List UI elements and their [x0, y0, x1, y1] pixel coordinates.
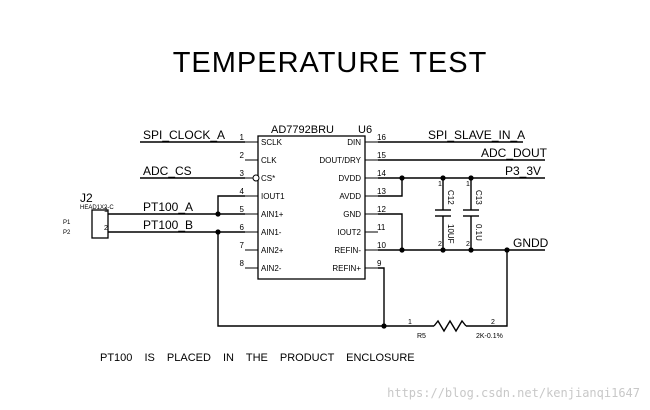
- net-avdd-wire: [378, 178, 403, 197]
- resistor-r5-symbol: [433, 319, 467, 333]
- pin-number-4: 4: [240, 187, 245, 196]
- net-label-pt100-b: PT100_B: [143, 218, 193, 232]
- right-pin-stubs: [365, 141, 378, 269]
- pin-number-7: 7: [240, 241, 245, 250]
- pin-label-cs: CS*: [261, 174, 275, 183]
- enclosure-note: PT100 IS PLACED IN THE PRODUCT ENCLOSURE: [100, 352, 415, 364]
- capacitor-c13-pin-bottom: 2: [466, 241, 470, 248]
- net-gnd-wire: [378, 213, 403, 250]
- pin-number-13: 13: [377, 187, 386, 196]
- resistor-value: 2K-0.1%: [476, 333, 503, 340]
- capacitor-c13-symbol: [463, 178, 479, 250]
- resistor-pin-1: 1: [408, 319, 412, 326]
- net-ain1n-loop-wire: [217, 232, 384, 327]
- pin-label-iout1: IOUT1: [261, 192, 285, 201]
- net-label-adc-dout: ADC_DOUT: [481, 146, 548, 160]
- pin-label-ain1n: AIN1-: [261, 228, 282, 237]
- connector-reference: J2: [80, 191, 93, 205]
- pin-number-1: 1: [240, 133, 245, 142]
- net-label-gndd: GNDD: [513, 236, 549, 250]
- pin-label-sclk: SCLK: [261, 138, 283, 147]
- pin-number-14: 14: [377, 169, 386, 178]
- resistor-pin-2: 2: [491, 319, 495, 326]
- adc-chip-body: [257, 135, 366, 280]
- connector-pin-number-2: 2: [104, 225, 108, 232]
- schematic-title: TEMPERATURE TEST: [173, 47, 488, 79]
- capacitor-c13-pin-top: 1: [466, 181, 470, 188]
- pin-number-12: 12: [377, 205, 386, 214]
- pin-number-15: 15: [377, 151, 386, 160]
- capacitor-c12-pin-top: 1: [438, 181, 442, 188]
- capacitor-c13-value: 0.1U: [474, 224, 483, 241]
- capacitor-c12-symbol: [435, 178, 451, 250]
- pin-number-3: 3: [240, 169, 245, 178]
- pin-label-ain1p: AIN1+: [261, 210, 284, 219]
- junction-gnd: [399, 247, 405, 253]
- connector-pin-p1: P1: [63, 220, 71, 226]
- pin-number-2: 2: [240, 151, 245, 160]
- net-label-spi-slave-in: SPI_SLAVE_IN_A: [428, 128, 525, 142]
- pin-label-dvdd: DVDD: [338, 174, 361, 183]
- pin-label-dout: DOUT/DRY: [319, 156, 361, 165]
- net-label-p3v3: P3_3V: [505, 164, 541, 178]
- pin-number-16: 16: [377, 133, 386, 142]
- resistor-reference: R5: [417, 333, 426, 340]
- capacitor-c13-reference: C13: [474, 190, 483, 205]
- pin-number-5: 5: [240, 205, 245, 214]
- cs-inversion-bubble: [252, 174, 260, 182]
- left-pin-stubs: [245, 141, 258, 269]
- junction-dvdd: [399, 175, 405, 181]
- pin-label-iout2: IOUT2: [337, 228, 361, 237]
- chip-reference: U6: [358, 124, 372, 136]
- net-label-adc-cs: ADC_CS: [143, 164, 192, 178]
- pin-label-ain2p: AIN2+: [261, 246, 284, 255]
- pin-label-refinn: REFIN-: [334, 246, 361, 255]
- pin-label-din: DIN: [347, 138, 361, 147]
- chip-part-number: AD7792BRU: [271, 124, 334, 136]
- junction-pt100-a: [215, 211, 221, 217]
- capacitor-c12-value: 10UF: [446, 224, 455, 244]
- connector-pin-p2: P2: [63, 230, 71, 236]
- net-r5-right-wire: [466, 250, 508, 327]
- connector-j2-body: [91, 209, 109, 239]
- net-refinp-wire: [378, 267, 385, 326]
- pin-number-9: 9: [377, 259, 382, 268]
- junction-gndd: [504, 247, 510, 253]
- pin-label-refinp: REFIN+: [332, 264, 361, 273]
- net-label-pt100-a: PT100_A: [143, 200, 193, 214]
- net-pt100-a-wire: [108, 195, 245, 215]
- capacitor-c12-pin-bottom: 2: [438, 241, 442, 248]
- pin-number-11: 11: [377, 223, 386, 232]
- pin-number-6: 6: [240, 223, 245, 232]
- pin-label-avdd: AVDD: [339, 192, 361, 201]
- net-label-spi-clock: SPI_CLOCK_A: [143, 128, 225, 142]
- connector-type: HEAD1X2-C: [80, 205, 114, 211]
- pin-label-clk: CLK: [261, 156, 277, 165]
- watermark-url: https://blog.csdn.net/kenjianqi1647: [387, 386, 640, 400]
- connector-pin-number-1: 1: [104, 207, 108, 214]
- pin-number-8: 8: [240, 259, 245, 268]
- capacitor-c12-reference: C12: [446, 190, 455, 205]
- pin-label-ain2n: AIN2-: [261, 264, 282, 273]
- pin-number-10: 10: [377, 241, 386, 250]
- pin-label-gnd: GND: [343, 210, 361, 219]
